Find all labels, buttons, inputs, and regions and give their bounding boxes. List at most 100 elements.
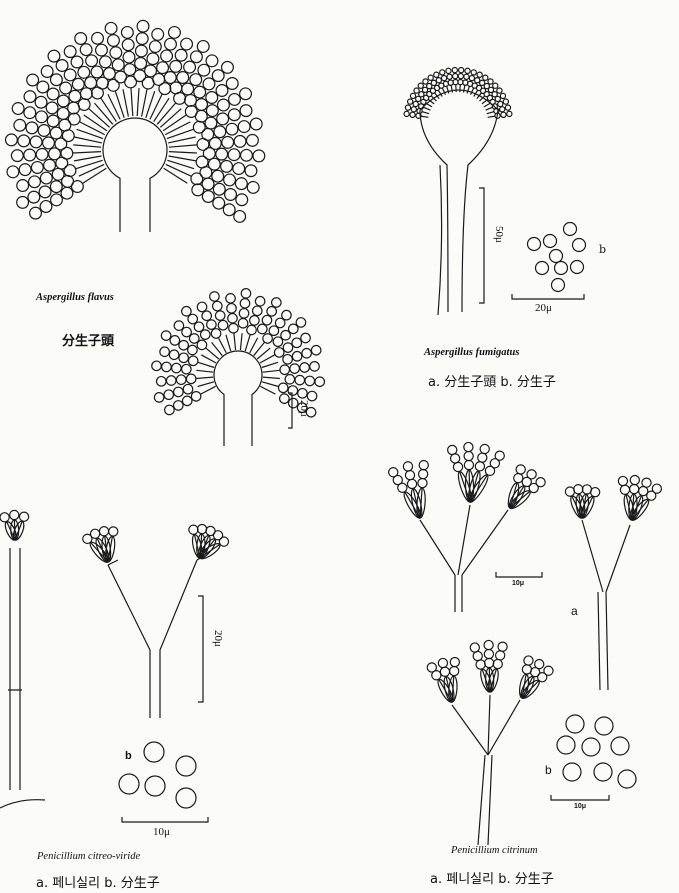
conidium bbox=[11, 150, 23, 162]
conidium bbox=[470, 643, 479, 652]
conidium bbox=[464, 74, 469, 79]
conidium bbox=[202, 311, 212, 321]
conidium bbox=[157, 377, 167, 387]
conidium bbox=[446, 68, 451, 73]
conidium bbox=[516, 465, 525, 474]
conidium bbox=[503, 99, 508, 104]
conidium bbox=[469, 76, 474, 81]
conidium bbox=[229, 94, 241, 106]
conidium bbox=[215, 311, 225, 321]
conidium bbox=[14, 119, 26, 131]
citrinum-head-scale-bar bbox=[496, 572, 542, 577]
conidium bbox=[112, 59, 124, 71]
citrinum-spore-scale-label: 10μ bbox=[574, 803, 586, 810]
conidium bbox=[431, 80, 436, 85]
phialide bbox=[15, 521, 22, 540]
conidium bbox=[179, 340, 189, 350]
conidium bbox=[495, 96, 500, 101]
conidium bbox=[280, 365, 290, 375]
conidium bbox=[6, 134, 18, 146]
conidium bbox=[233, 163, 245, 175]
conidium bbox=[234, 135, 246, 147]
conidium bbox=[450, 658, 459, 667]
conidium bbox=[198, 64, 210, 76]
conidium bbox=[216, 148, 228, 160]
conidium bbox=[213, 183, 225, 195]
conidium bbox=[274, 348, 284, 358]
phialide bbox=[198, 362, 214, 367]
fumigatus-spores-drawing bbox=[528, 223, 586, 292]
phialide bbox=[115, 91, 124, 118]
conidium bbox=[38, 125, 50, 137]
conidium bbox=[80, 44, 92, 56]
phialide bbox=[260, 386, 275, 394]
conidium bbox=[69, 90, 81, 102]
spore bbox=[566, 715, 584, 733]
conidium bbox=[30, 136, 42, 148]
phialide bbox=[77, 129, 103, 138]
conidium bbox=[136, 45, 148, 57]
phialide bbox=[74, 137, 101, 143]
conidium bbox=[290, 364, 300, 374]
phialide bbox=[240, 333, 242, 350]
conidium bbox=[418, 478, 427, 487]
conidium bbox=[41, 66, 53, 78]
conidium bbox=[182, 364, 192, 374]
conidium bbox=[236, 178, 248, 190]
citrinum-spore-scale-bar bbox=[551, 795, 609, 800]
conidium bbox=[464, 442, 473, 451]
conidium bbox=[7, 166, 19, 178]
conidium bbox=[17, 196, 29, 208]
conidium bbox=[410, 112, 415, 117]
conidium bbox=[197, 41, 209, 53]
conidium bbox=[90, 529, 99, 538]
conidium bbox=[202, 191, 214, 203]
conidium bbox=[652, 484, 661, 493]
conidium bbox=[30, 207, 42, 219]
conidium bbox=[228, 314, 238, 324]
conidiophore-3 bbox=[452, 695, 520, 845]
conidium bbox=[410, 93, 415, 98]
conidium bbox=[194, 86, 206, 98]
conidium bbox=[40, 201, 52, 213]
fumigatus-caption: a. 分生子頭 b. 分生子 bbox=[428, 371, 556, 390]
phialide bbox=[74, 156, 102, 161]
conidium bbox=[250, 316, 260, 326]
fumigatus-scale-bar-vertical bbox=[479, 188, 484, 303]
conidium bbox=[190, 74, 202, 86]
conidium bbox=[174, 92, 186, 104]
citreoviride-caption: a. 페니실리 b. 分生子 bbox=[36, 872, 160, 891]
conidium bbox=[229, 323, 239, 333]
conidium bbox=[12, 103, 24, 115]
spore bbox=[528, 238, 541, 251]
conidium bbox=[408, 99, 413, 104]
phialide bbox=[168, 137, 195, 143]
conidium bbox=[177, 72, 189, 84]
conidium bbox=[136, 33, 148, 45]
conidium bbox=[524, 656, 533, 665]
conidium bbox=[464, 451, 473, 460]
conidium bbox=[477, 72, 482, 77]
conidium bbox=[162, 362, 172, 372]
conidium bbox=[438, 658, 447, 667]
phialide bbox=[510, 491, 530, 508]
conidium bbox=[500, 107, 505, 112]
spore bbox=[544, 235, 557, 248]
spore bbox=[611, 737, 629, 755]
conidium bbox=[480, 444, 489, 453]
conidium bbox=[223, 204, 235, 216]
conidium bbox=[498, 101, 503, 106]
conidium bbox=[159, 83, 171, 95]
citreoviride-species-label: Penicillium citreo-viride bbox=[37, 851, 140, 862]
conidium bbox=[228, 149, 240, 161]
phialide bbox=[464, 85, 466, 93]
conidium bbox=[105, 22, 117, 34]
conidium bbox=[40, 172, 52, 184]
conidium bbox=[206, 105, 218, 117]
conidium bbox=[172, 363, 182, 373]
spore bbox=[563, 763, 581, 781]
conidium bbox=[147, 53, 159, 65]
conidium bbox=[225, 189, 237, 201]
conidium bbox=[174, 387, 184, 397]
citreoviride-spore-scale-bar bbox=[122, 817, 208, 822]
